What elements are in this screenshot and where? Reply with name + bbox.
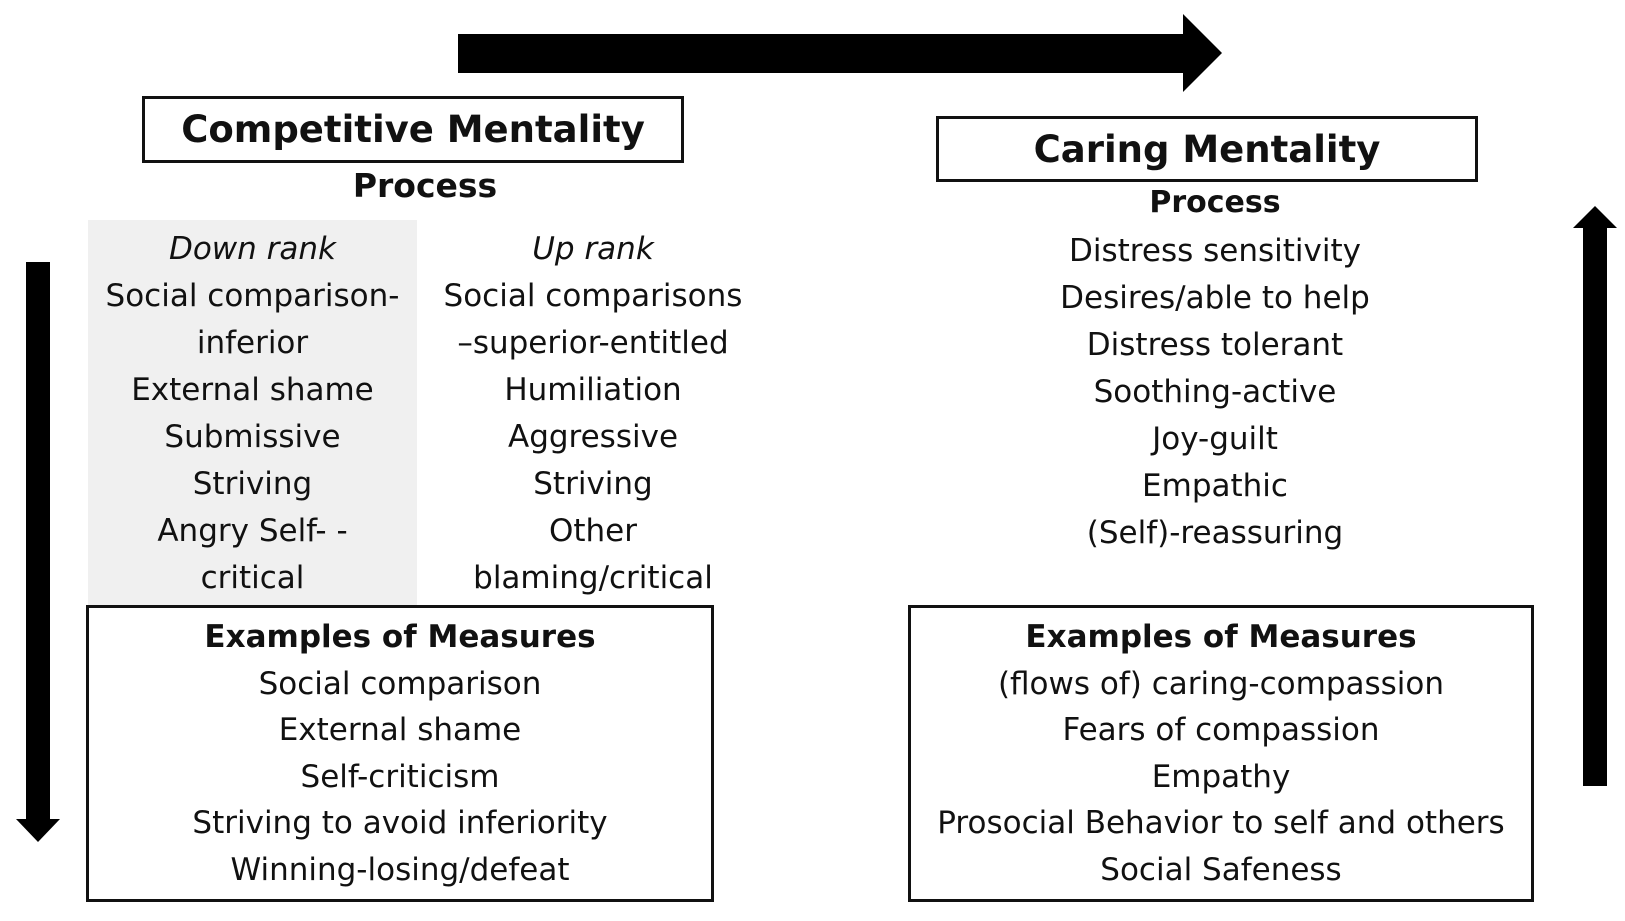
- competitive-process-heading: Process: [352, 166, 498, 205]
- competitive-mentality-title: Competitive Mentality: [142, 96, 684, 163]
- down-arrow-icon: [16, 262, 60, 842]
- up-rank-item: blaming/critical: [473, 560, 713, 596]
- caring-process-column: Distress sensitivity Desires/able to hel…: [1015, 228, 1415, 557]
- competitive-measures-box: Examples of Measures Social comparison E…: [86, 605, 714, 902]
- caring-process-item: Empathic: [1142, 468, 1288, 504]
- up-rank-item: –superior-entitled: [457, 325, 729, 361]
- up-rank-item: Humiliation: [504, 372, 682, 408]
- down-rank-heading: Down rank: [168, 231, 337, 267]
- caring-measure-item: Social Safeness: [1100, 851, 1342, 888]
- caring-measure-item: Fears of compassion: [1062, 712, 1380, 748]
- down-rank-item: Social comparison-: [105, 278, 400, 314]
- caring-mentality-title: Caring Mentality: [936, 116, 1478, 182]
- caring-process-item: Soothing-active: [1093, 374, 1337, 410]
- caring-measure-item: Empathy: [1151, 758, 1291, 795]
- up-rank-heading: Up rank: [532, 231, 654, 267]
- up-rank-item: Other: [548, 513, 638, 549]
- down-rank-item: Angry Self- -: [157, 513, 348, 549]
- down-rank-column: Down rank Social comparison- inferior Ex…: [88, 220, 417, 605]
- caring-measures-title: Examples of Measures: [1025, 619, 1417, 655]
- up-rank-column: Up rank Social comparisons –superior-ent…: [417, 220, 769, 602]
- competitive-measure-item: Self-criticism: [300, 758, 500, 795]
- down-rank-item: External shame: [131, 372, 374, 408]
- right-arrow-icon: [458, 14, 1222, 92]
- competitive-measure-item: Winning-losing/defeat: [230, 851, 570, 888]
- caring-process-item: Joy-guilt: [1152, 421, 1278, 457]
- caring-measure-item: Prosocial Behavior to self and others: [937, 805, 1505, 841]
- competitive-measures-title: Examples of Measures: [204, 619, 596, 655]
- caring-measures-box: Examples of Measures (flows of) caring-c…: [908, 605, 1534, 902]
- down-rank-item: critical: [200, 560, 305, 596]
- caring-process-item: Distress tolerant: [1086, 327, 1344, 363]
- caring-process-item: Distress sensitivity: [1069, 233, 1361, 269]
- up-rank-item: Aggressive: [507, 419, 679, 455]
- caring-process-item: Desires/able to help: [1060, 280, 1370, 316]
- caring-process-item: (Self)-reassuring: [1086, 515, 1344, 551]
- down-rank-item: Striving: [192, 466, 313, 502]
- down-rank-item: Submissive: [164, 419, 341, 455]
- caring-measure-item: (flows of) caring-compassion: [997, 665, 1445, 702]
- up-rank-item: Social comparisons: [443, 278, 743, 314]
- caring-process-heading: Process: [1149, 185, 1281, 220]
- competitive-measure-item: Social comparison: [258, 665, 542, 702]
- up-arrow-icon: [1573, 206, 1617, 786]
- competitive-measure-item: External shame: [278, 712, 522, 748]
- down-rank-item: inferior: [196, 325, 309, 361]
- up-rank-item: Striving: [533, 466, 653, 502]
- competitive-measure-item: Striving to avoid inferiority: [192, 805, 608, 841]
